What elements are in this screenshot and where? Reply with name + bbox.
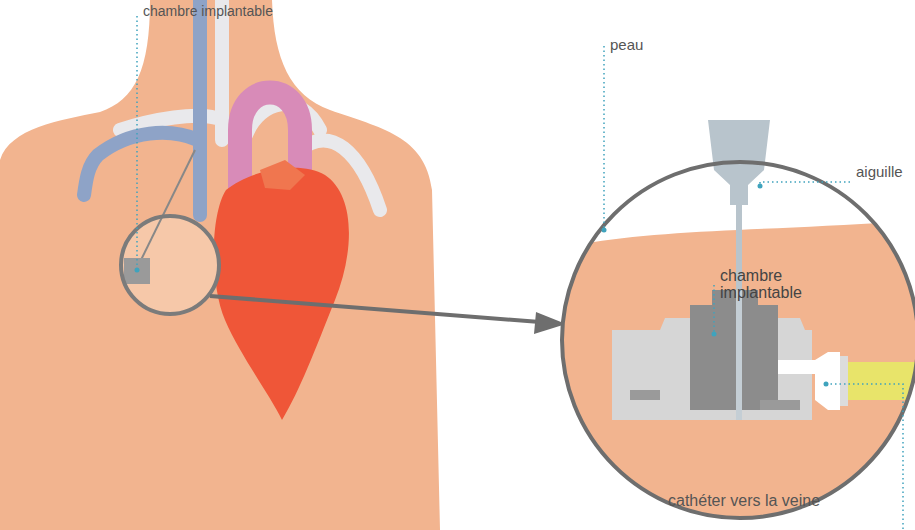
needle-label: aiguille <box>856 163 903 180</box>
leader-lines <box>137 16 903 530</box>
heart-top <box>260 160 305 190</box>
vein <box>84 0 200 215</box>
zoom-view <box>555 160 915 520</box>
port-square <box>124 258 150 284</box>
catheter-line <box>140 150 195 262</box>
skin-label: peau <box>610 36 643 53</box>
zoom-ring <box>562 162 915 518</box>
catheter-label: cathéter vers la veine <box>668 492 820 510</box>
leader-dots <box>135 184 829 387</box>
heart <box>214 168 349 420</box>
port-label: chambre implantable <box>143 3 273 19</box>
magnifier <box>121 216 219 314</box>
zoom-arrow <box>210 296 540 322</box>
torso <box>0 0 440 530</box>
magnifier-ring <box>121 216 219 314</box>
port-label: chambre implantable <box>720 268 820 302</box>
